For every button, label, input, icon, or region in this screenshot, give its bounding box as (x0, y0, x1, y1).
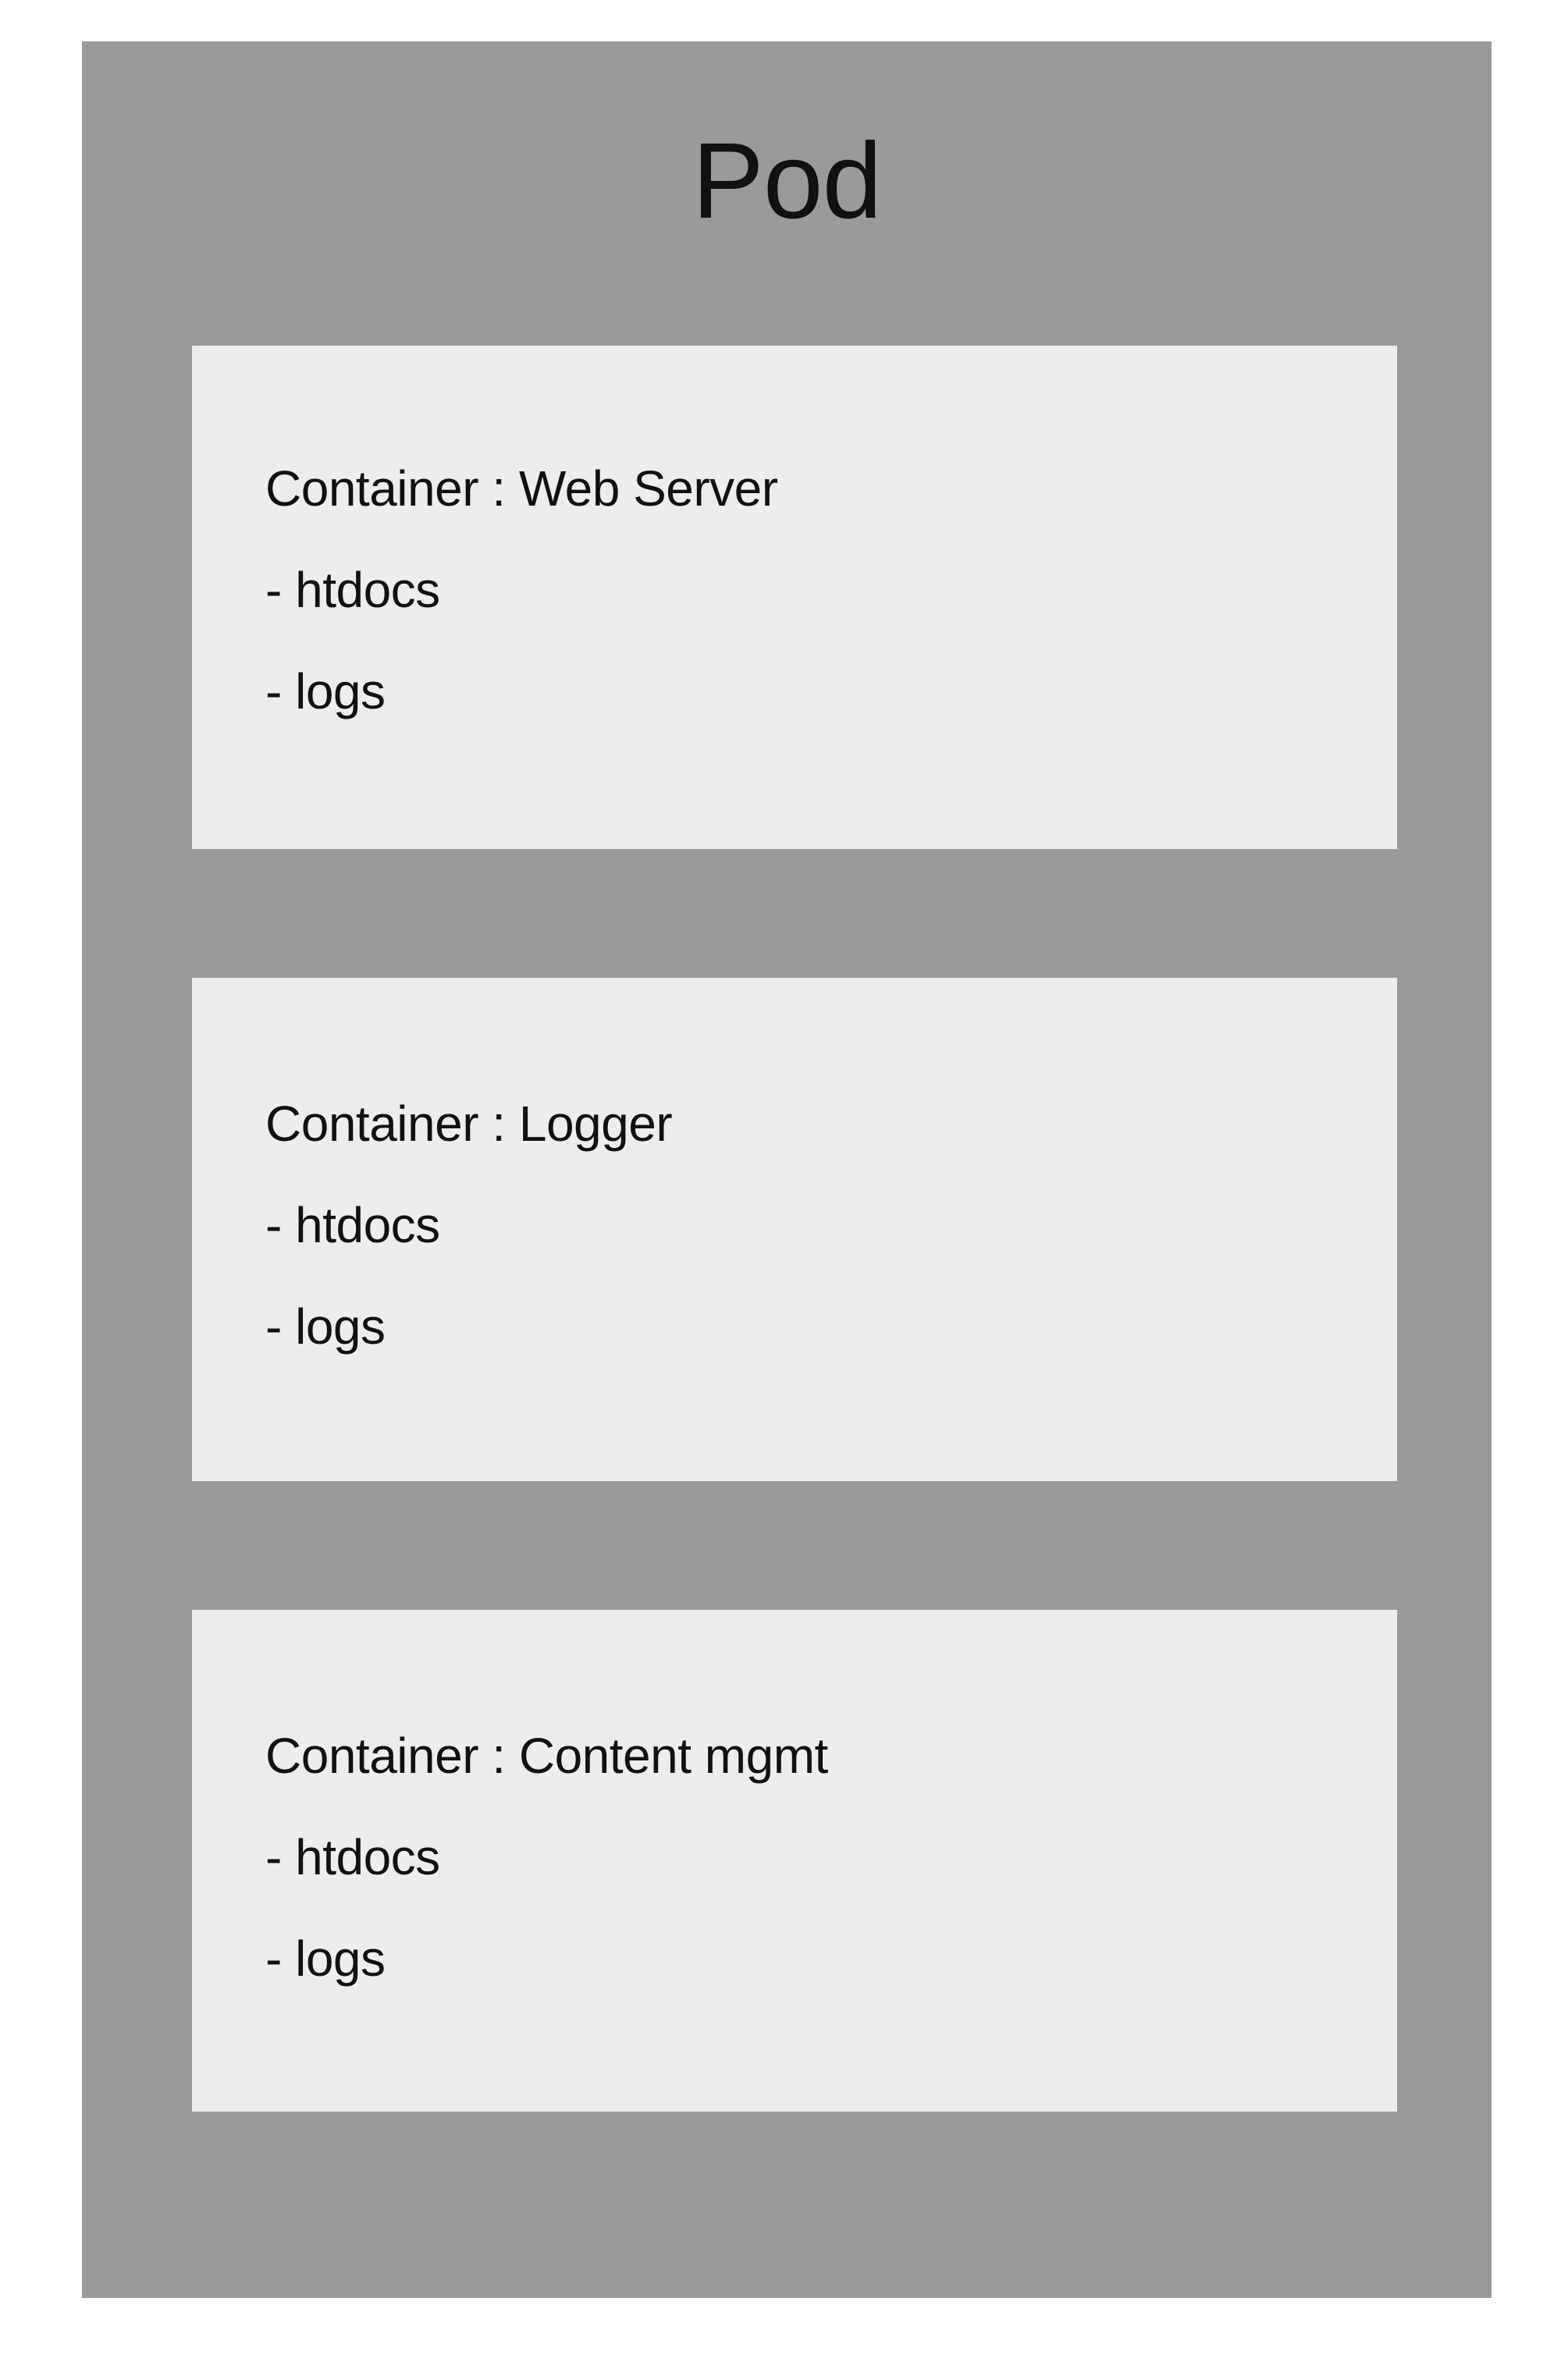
container-item: - logs (265, 1298, 386, 1355)
container-card-text: Container : Logger - htdocs - logs (265, 1073, 1366, 1377)
pod-title: Pod (692, 121, 883, 241)
container-item: - logs (265, 1931, 386, 1987)
container-title: Container : Content mgmt (265, 1728, 828, 1784)
container-item: - logs (265, 663, 386, 719)
container-item: - htdocs (265, 1197, 440, 1253)
container-card-logger: Container : Logger - htdocs - logs (192, 978, 1397, 1481)
container-card-content-mgmt: Container : Content mgmt - htdocs - logs (192, 1610, 1397, 2112)
pod-boundary: Pod Container : Web Server - htdocs - lo… (82, 41, 1492, 2298)
container-title: Container : Web Server (265, 460, 778, 517)
container-card-web-server: Container : Web Server - htdocs - logs (192, 346, 1397, 849)
container-card-text: Container : Content mgmt - htdocs - logs (265, 1705, 1366, 2009)
container-item: - htdocs (265, 562, 440, 618)
container-card-text: Container : Web Server - htdocs - logs (265, 438, 1366, 742)
container-item: - htdocs (265, 1829, 440, 1885)
container-title: Container : Logger (265, 1096, 673, 1152)
